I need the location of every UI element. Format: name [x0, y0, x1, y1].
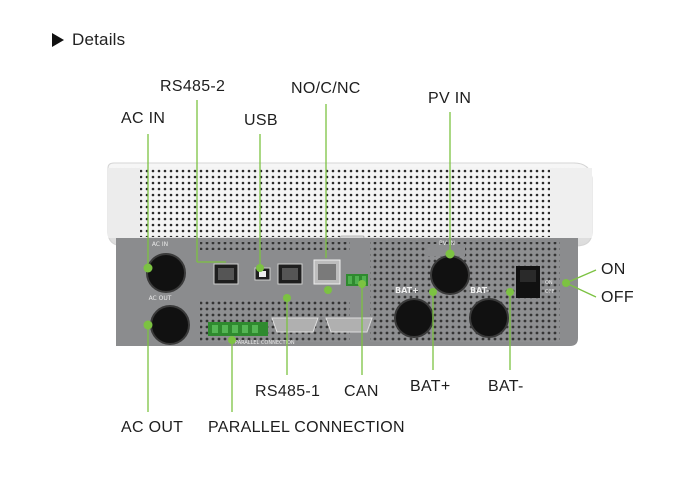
top-vent [140, 167, 550, 237]
triangle-right-icon [52, 33, 64, 47]
ac-out-terminal [150, 305, 190, 345]
panel-label-switch-off: OFF [545, 289, 555, 295]
callout-usb: USB [244, 112, 278, 129]
callout-pv-in: PV IN [428, 90, 472, 107]
callout-off: OFF [601, 289, 634, 306]
callout-rs485-1: RS485-1 [255, 383, 321, 400]
panel-label-bat-plus: BAT+ [395, 286, 419, 295]
panel-label-ac-in: AC IN [152, 241, 168, 248]
panel-label-bat-minus: BAT- [470, 286, 489, 295]
bat-plus-terminal [394, 298, 434, 338]
section-heading: Details [52, 30, 125, 50]
panel-label-parallel: PARALLEL CONNECTION [235, 340, 295, 346]
callout-bat-plus: BAT+ [410, 378, 451, 395]
panel-label-pv-in: PV IN [439, 240, 455, 247]
section-heading-label: Details [72, 30, 126, 49]
panel-label-ac-out: AC OUT [149, 295, 172, 302]
leader-dots [143, 249, 570, 344]
ac-in-terminal [146, 253, 186, 293]
panel-label-switch-on: ON [545, 280, 553, 286]
callout-can: CAN [344, 383, 379, 400]
callout-no-c-nc: NO/C/NC [291, 80, 361, 97]
db9-connector-right [325, 317, 373, 333]
callout-ac-in: AC IN [121, 110, 166, 127]
bat-minus-terminal [469, 298, 509, 338]
housing-top [107, 162, 593, 247]
callout-on: ON [601, 261, 626, 278]
callout-ac-out: AC OUT [121, 419, 184, 436]
callout-parallel-connection: PARALLEL CONNECTION [208, 419, 405, 436]
callout-rs485-2: RS485-2 [160, 78, 226, 95]
callout-bat-minus: BAT- [488, 378, 524, 395]
leader-lines [147, 100, 597, 412]
pv-in-terminal [430, 255, 470, 295]
db9-connector-left [271, 317, 319, 333]
